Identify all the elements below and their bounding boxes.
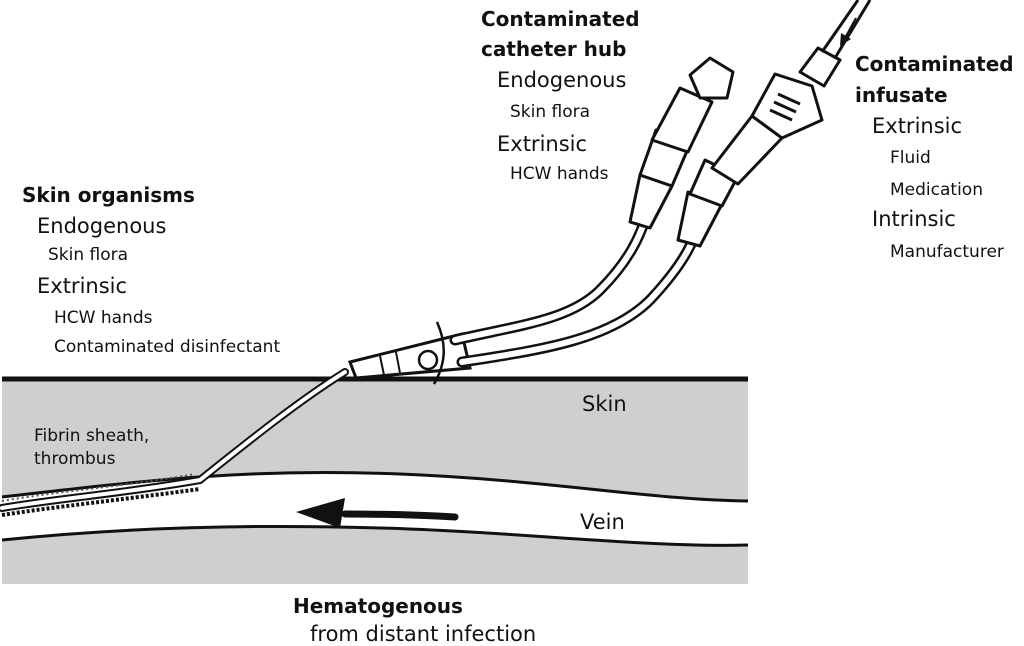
hematogenous-subtitle: from distant infection (310, 622, 537, 646)
vein-label: Vein (580, 510, 625, 534)
infusate-title-line2: infusate (855, 83, 948, 107)
vein-wall-lower (1, 525, 749, 547)
catheter-hub-extrinsic: Extrinsic (497, 132, 588, 156)
fibrin-sheath-label-line2: thrombus (34, 449, 116, 469)
blood-flow-arrowhead (296, 498, 345, 528)
lumen-2-tubing (456, 229, 701, 368)
catheter-entry-hub (348, 321, 472, 385)
hematogenous-title: Hematogenous (293, 594, 463, 618)
infusate-extrinsic: Extrinsic (872, 114, 963, 138)
skin-organisms-disinfectant: Contaminated disinfectant (54, 337, 281, 357)
catheter-hub-title-line2: catheter hub (481, 37, 627, 61)
skin-organisms-title: Skin organisms (22, 183, 195, 207)
infusate-medication: Medication (890, 180, 983, 200)
infusion-direction-arrow (844, 17, 857, 39)
fibrin-sheath (1, 487, 201, 517)
infusate-title-line1: Contaminated (855, 52, 1014, 76)
infusion-line-a (820, 0, 860, 53)
catheter-hub-endogenous: Endogenous (497, 68, 627, 92)
infusion-direction-arrowhead (840, 33, 851, 46)
catheter-hub-right (676, 46, 842, 248)
skin-organisms-skin-flora: Skin flora (48, 245, 129, 265)
catheter-hub-title-line1: Contaminated (481, 7, 640, 31)
fibrin-sheath-label-line1: Fibrin sheath, (34, 426, 150, 446)
vein-wall-upper (1, 470, 749, 503)
infusate-fluid: Fluid (890, 148, 931, 168)
infusate-intrinsic: Intrinsic (872, 207, 956, 231)
skin-label: Skin (582, 392, 627, 416)
catheter-hub-skin-flora: Skin flora (510, 102, 591, 122)
skin-organisms-hcw-hands: HCW hands (54, 308, 153, 328)
infusion-line-b (833, 0, 872, 59)
catheter-hub-hcw-hands: HCW hands (510, 164, 609, 184)
catheter-hub-left (628, 56, 735, 230)
skin-organisms-endogenous: Endogenous (37, 214, 167, 238)
skin-organisms-extrinsic: Extrinsic (37, 274, 128, 298)
blood-flow-arrow (341, 510, 459, 521)
infusate-manufacturer: Manufacturer (890, 242, 1004, 262)
fibrin-sheath-upper (1, 473, 196, 502)
catheter-intravascular-lumen (0, 370, 347, 510)
